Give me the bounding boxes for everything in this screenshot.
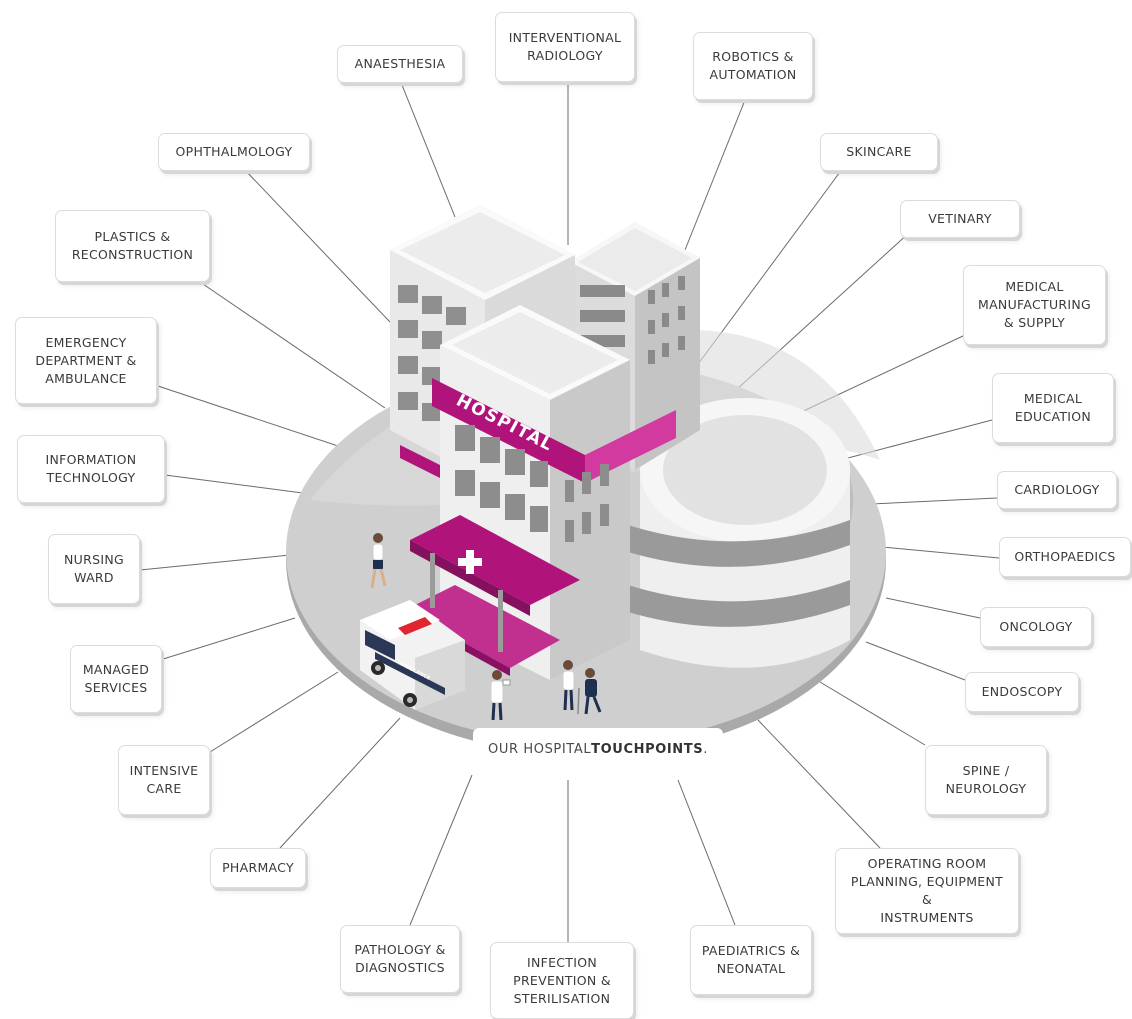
touchpoint-intensive-care[interactable]: INTENSIVE CARE xyxy=(118,745,210,815)
touchpoint-endoscopy[interactable]: ENDOSCOPY xyxy=(965,672,1079,712)
touchpoint-vetinary[interactable]: VETINARY xyxy=(900,200,1020,238)
touchpoint-pathology-diagnostics[interactable]: PATHOLOGY & DIAGNOSTICS xyxy=(340,925,460,993)
touchpoint-skincare[interactable]: SKINCARE xyxy=(820,133,938,171)
touchpoint-paediatrics-neonatal[interactable]: PAEDIATRICS & NEONATAL xyxy=(690,925,812,995)
caption-prefix: OUR HOSPITAL xyxy=(488,741,592,757)
medical-cross-icon xyxy=(458,550,482,574)
touchpoint-information-technology[interactable]: INFORMATION TECHNOLOGY xyxy=(17,435,165,503)
touchpoint-cardiology[interactable]: CARDIOLOGY xyxy=(997,471,1117,509)
touchpoint-pharmacy[interactable]: PHARMACY xyxy=(210,848,306,888)
touchpoint-plastics-reconstruction[interactable]: PLASTICS & RECONSTRUCTION xyxy=(55,210,210,282)
doctor-person xyxy=(490,670,511,721)
caption-suffix: . xyxy=(703,741,708,757)
caption-emphasis: TOUCHPOINTS xyxy=(591,741,704,757)
diagram-caption: OUR HOSPITAL TOUCHPOINTS. xyxy=(473,728,723,770)
touchpoint-medical-education[interactable]: MEDICAL EDUCATION xyxy=(992,373,1114,443)
touchpoint-medical-manufacturing[interactable]: MEDICAL MANUFACTURING & SUPPLY xyxy=(963,265,1106,345)
touchpoint-oncology[interactable]: ONCOLOGY xyxy=(980,607,1092,647)
connector-lines xyxy=(139,79,1000,945)
touchpoint-infection-prevention[interactable]: INFECTION PREVENTION & STERILISATION xyxy=(490,942,634,1019)
ambulance-vehicle: AMBULANCE xyxy=(360,600,465,710)
runner-person xyxy=(370,533,387,589)
patient-person xyxy=(577,668,602,715)
people xyxy=(370,533,602,721)
touchpoint-ophthalmology[interactable]: OPHTHALMOLOGY xyxy=(158,133,310,171)
touchpoint-anaesthesia[interactable]: ANAESTHESIA xyxy=(337,45,463,83)
touchpoint-managed-services[interactable]: MANAGED SERVICES xyxy=(70,645,162,713)
touchpoint-interventional-radiology[interactable]: INTERVENTIONAL RADIOLOGY xyxy=(495,12,635,82)
touchpoint-operating-room[interactable]: OPERATING ROOM PLANNING, EQUIPMENT & INS… xyxy=(835,848,1019,934)
touchpoint-spine-neurology[interactable]: SPINE / NEUROLOGY xyxy=(925,745,1047,815)
touchpoint-robotics-automation[interactable]: ROBOTICS & AUTOMATION xyxy=(693,32,813,100)
touchpoint-emergency-department[interactable]: EMERGENCY DEPARTMENT & AMBULANCE xyxy=(15,317,157,404)
touchpoint-orthopaedics[interactable]: ORTHOPAEDICS xyxy=(999,537,1131,577)
touchpoint-nursing-ward[interactable]: NURSING WARD xyxy=(48,534,140,604)
nurse-person xyxy=(562,660,575,711)
